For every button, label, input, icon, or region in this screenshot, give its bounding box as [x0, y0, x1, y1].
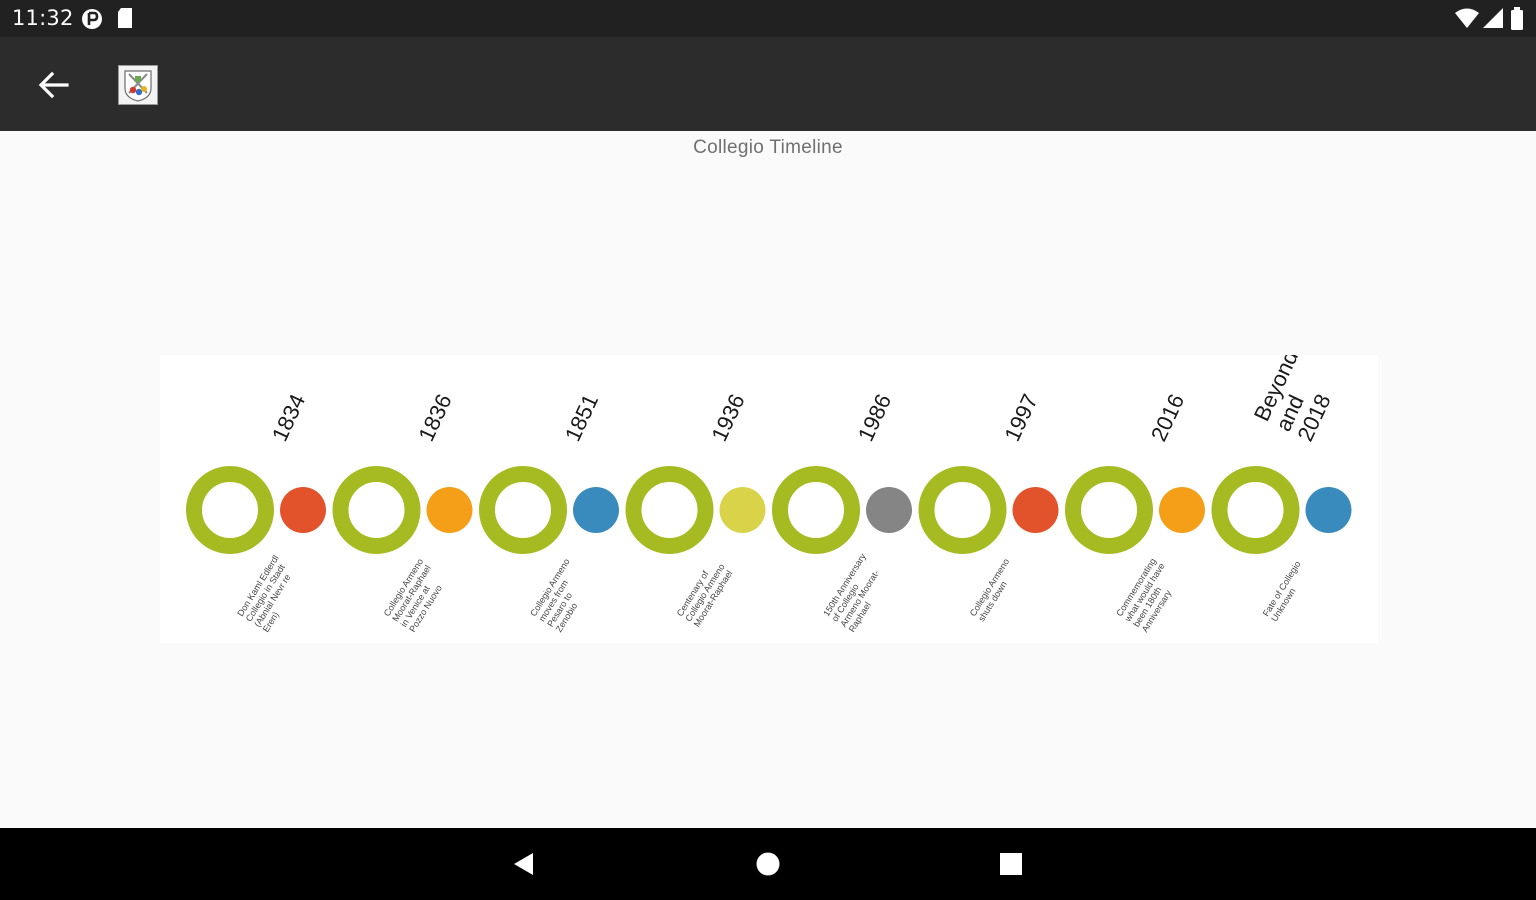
timeline-dot	[1305, 487, 1352, 533]
app-bar	[0, 37, 1536, 131]
timeline-year-group: 1851	[560, 390, 603, 445]
battery-icon	[1511, 7, 1523, 30]
timeline-year-group: 1936	[706, 390, 749, 445]
timeline-ring	[332, 466, 421, 554]
wifi-icon	[1455, 8, 1479, 28]
timeline-ring	[1065, 466, 1153, 554]
timeline-dot	[1159, 487, 1205, 533]
timeline-year-label: 1836	[413, 390, 456, 445]
college-crest-icon	[124, 70, 152, 102]
timeline-ring	[918, 466, 1007, 554]
back-button[interactable]	[24, 59, 84, 111]
timeline-dot	[280, 487, 326, 533]
timeline-year-label: 2016	[1146, 390, 1189, 445]
timeline-year-group: 1997	[999, 390, 1042, 445]
arrow-left-icon	[38, 71, 69, 99]
app-logo[interactable]	[118, 65, 158, 105]
circle-home-icon	[756, 852, 780, 876]
navigation-bar	[0, 828, 1536, 900]
play-protect-icon	[82, 9, 102, 29]
timeline-year-group: 1836	[413, 390, 456, 445]
cell-signal-icon	[1483, 8, 1503, 28]
timeline-dot	[573, 487, 619, 533]
timeline-dot	[866, 487, 912, 533]
timeline-year-label: 1986	[853, 390, 896, 445]
nav-back-button[interactable]	[500, 842, 548, 886]
timeline-ring	[625, 466, 714, 554]
timeline-year-label: 1997	[999, 390, 1042, 445]
timeline-dot	[1012, 487, 1059, 533]
triangle-back-icon	[514, 853, 533, 875]
timeline-year-group: 1986	[853, 390, 896, 445]
square-recents-icon	[1000, 853, 1022, 875]
status-bar: 11:32	[0, 0, 1536, 37]
timeline-year-label: 1834	[267, 390, 310, 445]
nav-recents-button[interactable]	[987, 842, 1035, 886]
status-time: 11:32	[12, 6, 74, 30]
timeline-ring	[1211, 466, 1300, 554]
timeline-ring	[479, 466, 567, 554]
timeline-ring	[186, 466, 274, 554]
nav-home-button[interactable]	[744, 842, 792, 886]
timeline-year-label: 1936	[706, 390, 749, 445]
timeline-year-group: 1834	[267, 390, 310, 445]
timeline-ring	[772, 466, 860, 554]
timeline-year-label: 1851	[560, 390, 603, 445]
page-title: Collegio Timeline	[693, 137, 843, 158]
timeline-dot	[719, 487, 766, 533]
sd-card-icon	[118, 8, 132, 28]
timeline-year-group: 2016	[1146, 390, 1189, 445]
timeline-dot	[426, 487, 473, 533]
